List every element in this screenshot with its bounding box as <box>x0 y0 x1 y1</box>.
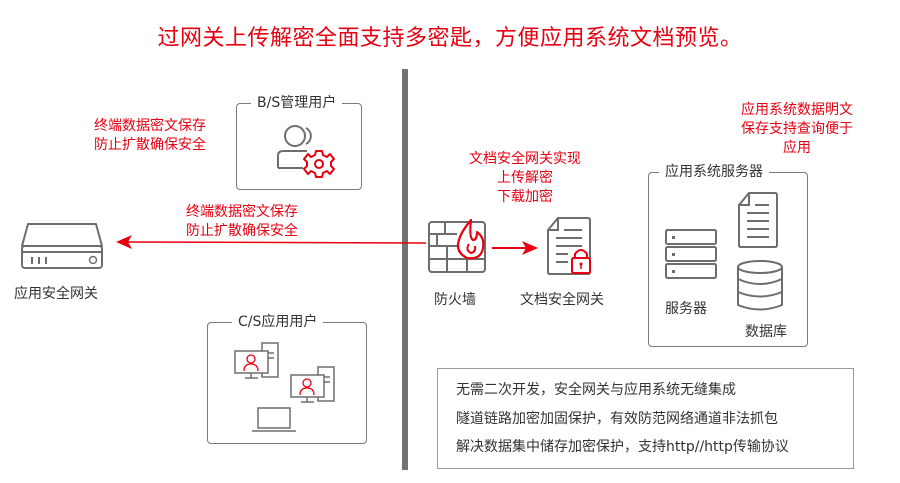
bs-note: 终端数据密文保存 防止扩散确保安全 <box>94 117 206 155</box>
server-rack-icon <box>665 229 717 279</box>
arrow-to-doc-gateway <box>492 241 538 255</box>
laptop-icon <box>252 407 296 432</box>
cs-group-title: C/S应用用户 <box>232 312 324 332</box>
document-lock-icon <box>547 217 591 275</box>
arrow-to-gateway <box>116 235 427 249</box>
bs-note-line: 终端数据密文保存 <box>94 118 206 134</box>
server-label: 服务器 <box>665 301 707 317</box>
app-system-note-line: 应用系统数据明文 <box>741 102 853 118</box>
desktop-user-icon <box>234 342 279 379</box>
firewall-label: 防火墙 <box>434 292 476 308</box>
app-server-group: 应用系统服务器 服务器 数据库 <box>648 162 808 347</box>
bs-note-line: 防止扩散确保安全 <box>94 137 206 153</box>
app-system-note: 应用系统数据明文 保存支持查询便于 应用 <box>712 101 882 158</box>
gateway-label: 应用安全网关 <box>14 286 98 302</box>
bs-user-group: B/S管理用户 <box>236 93 362 190</box>
doc-gateway-note: 文档安全网关实现 上传解密 下载加密 <box>455 150 595 207</box>
app-system-note-line: 应用 <box>783 140 811 156</box>
database-label: 数据库 <box>745 324 787 340</box>
doc-gateway-note-line: 文档安全网关实现 <box>469 151 581 167</box>
arrow-note-line: 防止扩散确保安全 <box>186 223 298 239</box>
doc-gateway-note-line: 上传解密 <box>497 170 553 186</box>
app-system-note-line: 保存支持查询便于 <box>741 121 853 137</box>
feature-line: 解决数据集中储存加密保护，支持http//http传输协议 <box>456 439 789 455</box>
user-gear-icon <box>277 125 335 178</box>
doc-gateway-label: 文档安全网关 <box>520 292 604 308</box>
doc-gateway-note-line: 下载加密 <box>497 189 553 205</box>
network-boundary-divider <box>402 69 408 470</box>
gateway-device-icon <box>21 223 103 269</box>
app-server-group-title: 应用系统服务器 <box>659 162 769 182</box>
arrow-note: 终端数据密文保存 防止扩散确保安全 <box>186 203 298 241</box>
diagram-title: 过网关上传解密全面支持多密匙，方便应用系统文档预览。 <box>157 26 743 51</box>
feature-line: 隧道链路加密加固保护，有效防范网络通道非法抓包 <box>456 410 778 427</box>
bs-group-title: B/S管理用户 <box>251 93 343 113</box>
database-icon <box>737 260 783 311</box>
desktop-user-icon <box>290 366 335 403</box>
feature-info-box: 无需二次开发，安全网关与应用系统无缝集成 隧道链路加密加固保护，有效防范网络通道… <box>437 368 854 469</box>
firewall-icon <box>428 218 486 273</box>
arrow-note-line: 终端数据密文保存 <box>186 204 298 220</box>
cs-user-group: C/S应用用户 <box>207 312 367 444</box>
feature-line: 无需二次开发，安全网关与应用系统无缝集成 <box>456 382 736 398</box>
document-icon <box>738 192 778 248</box>
